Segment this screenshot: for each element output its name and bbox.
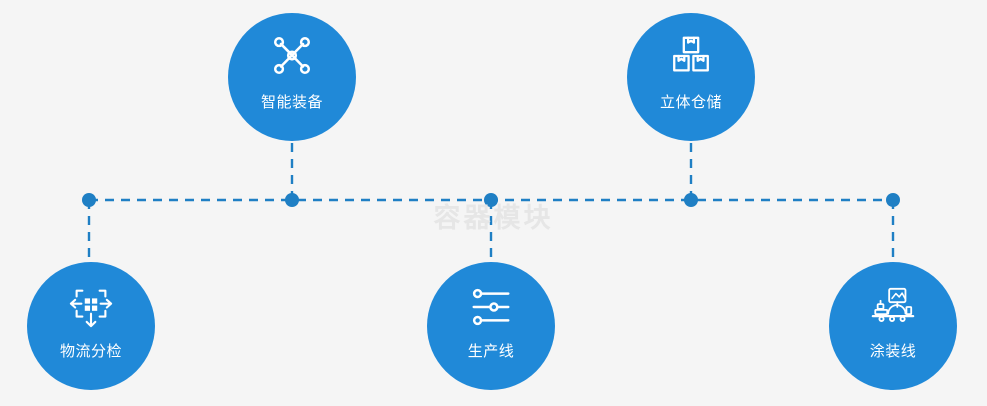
node-production-line[interactable]: 生产线: [427, 262, 555, 390]
sorting-arrows-icon: [68, 284, 114, 330]
paint-workstation-icon: [870, 284, 916, 330]
stacked-boxes-icon: [668, 33, 714, 79]
network-nodes-icon: [269, 33, 315, 79]
node-label: 智能装备: [260, 93, 323, 111]
node-label: 立体仓储: [659, 93, 722, 111]
connector-dot-5[interactable]: [886, 193, 900, 207]
node-logistics-sorting[interactable]: 物流分检: [27, 262, 155, 390]
node-label: 物流分检: [59, 342, 122, 360]
node-label: 涂装线: [869, 342, 917, 360]
node-stereoscopic-warehouse[interactable]: 立体仓储: [627, 13, 755, 141]
node-intelligent-equipment[interactable]: 智能装备: [228, 13, 356, 141]
connector-dot-4[interactable]: [684, 193, 698, 207]
connector-dot-3[interactable]: [484, 193, 498, 207]
node-painting-line[interactable]: 涂装线: [829, 262, 957, 390]
node-label: 生产线: [467, 342, 515, 360]
connector-dot-2[interactable]: [285, 193, 299, 207]
sliders-icon: [468, 284, 514, 330]
connector-dot-1[interactable]: [82, 193, 96, 207]
